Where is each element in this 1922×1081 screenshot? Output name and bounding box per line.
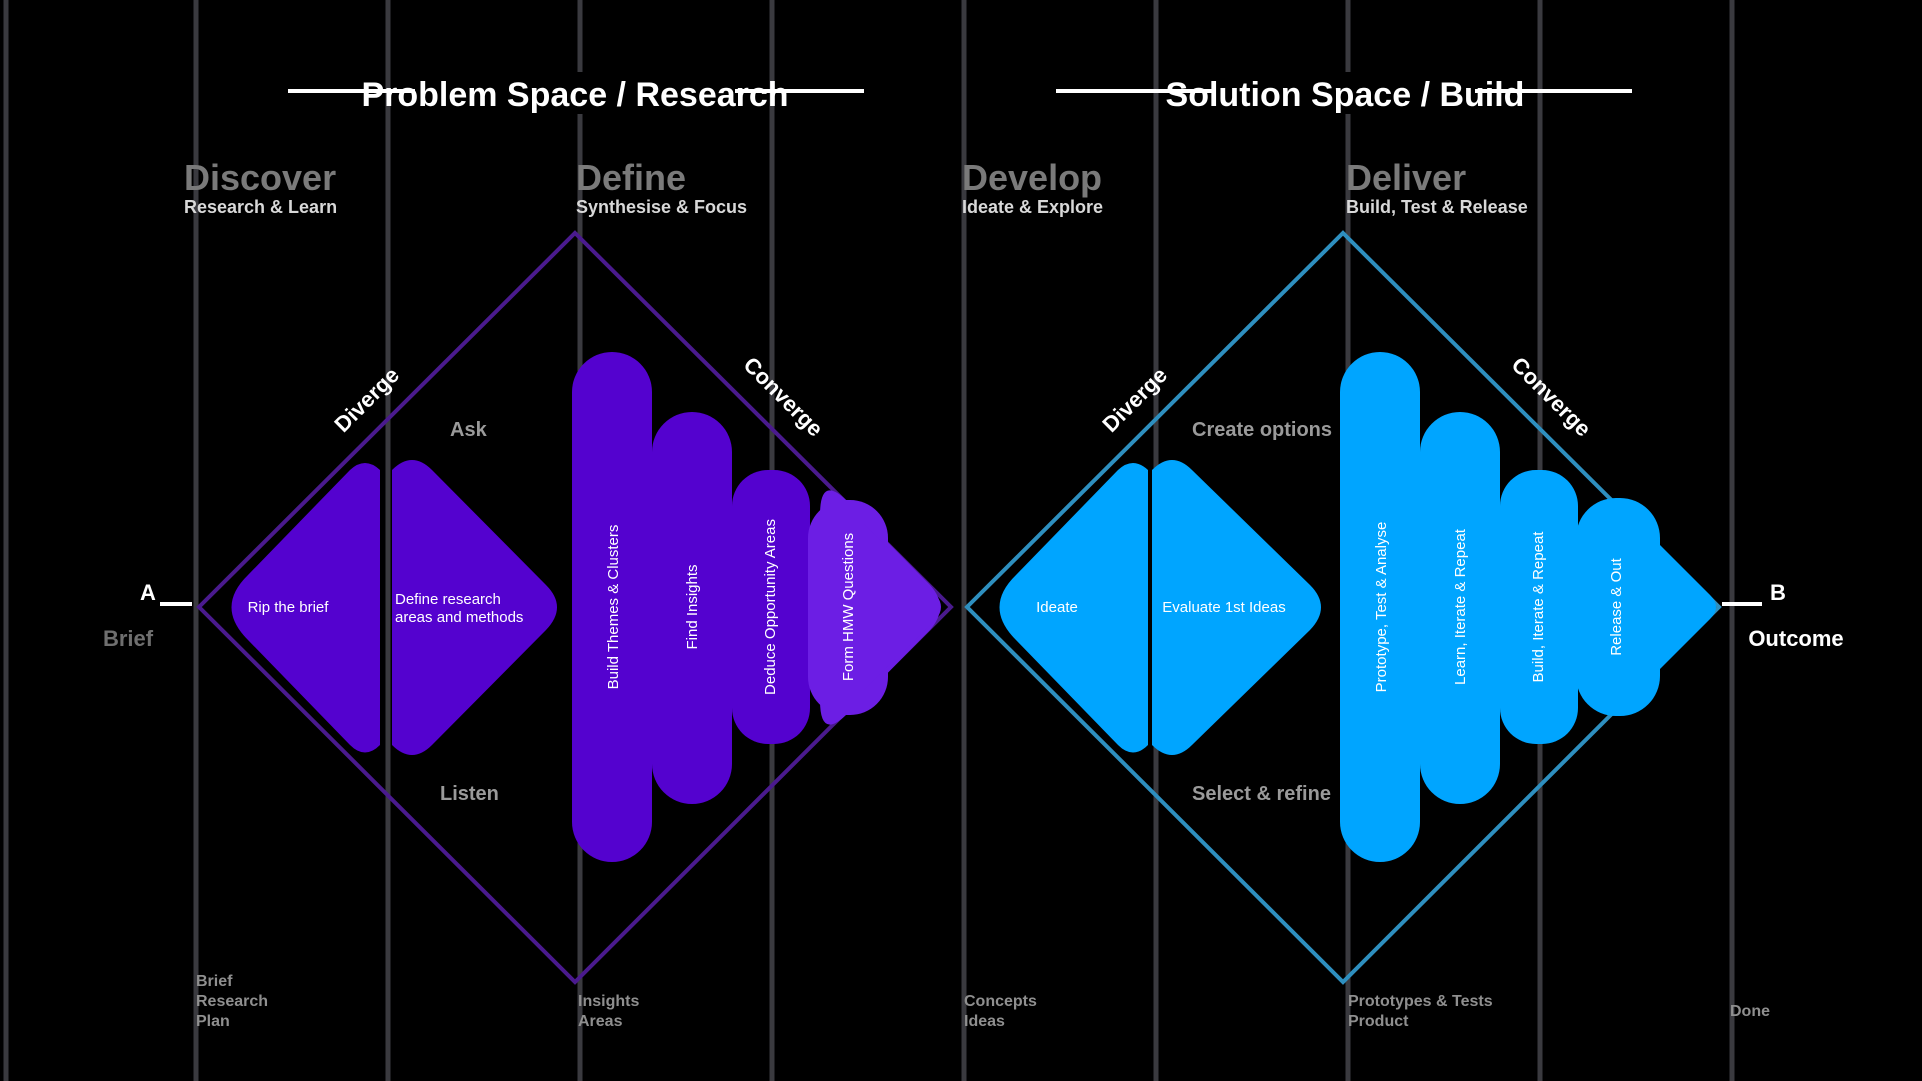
label-create-options: Create options bbox=[1192, 419, 1332, 441]
footnote-item: Prototypes & Tests bbox=[1348, 993, 1493, 1010]
start-point: A Brief bbox=[103, 580, 192, 651]
step-ideate-label: Ideate bbox=[1036, 599, 1078, 616]
heading-left: Problem Space / Research bbox=[288, 72, 864, 114]
footnote-item: Product bbox=[1348, 1013, 1409, 1030]
step-deduce-areas[interactable] bbox=[732, 470, 810, 744]
step-build-label: Build, Iterate & Repeat bbox=[1530, 531, 1547, 683]
step-release-label: Release & Out bbox=[1608, 557, 1625, 655]
left-diamond-outline bbox=[196, 230, 954, 985]
heading-left-text: Problem Space / Research bbox=[361, 76, 788, 114]
left-diamond-steps: Rip the brief Define research areas and … bbox=[231, 352, 941, 862]
phase-subtitle-define: Synthesise & Focus bbox=[576, 197, 747, 217]
heading-backdrop bbox=[1215, 72, 1475, 114]
step-evaluate-label: Evaluate 1st Ideas bbox=[1162, 599, 1285, 616]
phase-title-discover: Discover bbox=[184, 157, 336, 198]
footnote-item: Research bbox=[196, 993, 268, 1010]
footnote-item: Plan bbox=[196, 1013, 230, 1030]
step-learn-label: Learn, Iterate & Repeat bbox=[1452, 528, 1469, 685]
step-rip-brief[interactable] bbox=[231, 463, 381, 753]
step-deduce-areas-label: Deduce Opportunity Areas bbox=[762, 519, 779, 695]
footnotes: Brief Research Plan Insights Areas Conce… bbox=[196, 973, 1770, 1030]
step-define-research-label-1: Define research bbox=[395, 591, 501, 608]
footnote-item: Concepts bbox=[964, 993, 1037, 1010]
label-ask: Ask bbox=[450, 419, 488, 441]
label-listen: Listen bbox=[440, 783, 499, 805]
right-diamond-outline bbox=[964, 230, 1722, 985]
phase-subtitle-develop: Ideate & Explore bbox=[962, 197, 1103, 217]
step-build[interactable] bbox=[1500, 470, 1578, 744]
step-learn[interactable] bbox=[1420, 412, 1500, 804]
label-select-refine: Select & refine bbox=[1192, 783, 1331, 805]
heading-right: Solution Space / Build bbox=[1056, 72, 1632, 114]
step-release-tip bbox=[1620, 505, 1716, 709]
right-diamond-steps: Ideate Evaluate 1st Ideas Prototype, Tes… bbox=[999, 352, 1716, 862]
step-ideate[interactable] bbox=[999, 463, 1149, 753]
footnote-item: Done bbox=[1730, 1003, 1770, 1020]
end-point: B Outcome bbox=[1722, 580, 1844, 651]
phase-subtitle-deliver: Build, Test & Release bbox=[1346, 197, 1528, 217]
phase-subtitle-discover: Research & Learn bbox=[184, 197, 337, 217]
step-define-research[interactable] bbox=[392, 460, 557, 755]
step-build-themes-label: Build Themes & Clusters bbox=[605, 525, 622, 690]
label-left-converge: Converge bbox=[739, 352, 828, 441]
heading-backdrop bbox=[415, 72, 735, 114]
heading-right-text: Solution Space / Build bbox=[1166, 76, 1525, 114]
end-label: Outcome bbox=[1748, 626, 1843, 651]
step-evaluate[interactable] bbox=[1152, 460, 1321, 755]
footnote-item: Brief bbox=[196, 973, 233, 990]
step-define-research-label-2: areas and methods bbox=[395, 609, 523, 626]
step-find-insights[interactable] bbox=[652, 412, 732, 804]
start-label: Brief bbox=[103, 626, 154, 651]
phase-title-deliver: Deliver bbox=[1346, 157, 1466, 198]
footnote-item: Ideas bbox=[964, 1013, 1005, 1030]
step-form-hmw-tip bbox=[860, 520, 941, 694]
phase-title-define: Define bbox=[576, 157, 686, 198]
step-build-themes[interactable] bbox=[572, 352, 652, 862]
end-letter: B bbox=[1770, 580, 1786, 605]
start-letter: A bbox=[140, 580, 156, 605]
step-form-hmw-label: Form HMW Questions bbox=[840, 533, 857, 681]
label-right-diverge: Diverge bbox=[1097, 362, 1172, 437]
step-prototype-label: Prototype, Test & Analyse bbox=[1373, 522, 1390, 693]
label-left-diverge: Diverge bbox=[329, 362, 404, 437]
label-right-converge: Converge bbox=[1507, 352, 1596, 441]
phase-title-develop: Develop bbox=[962, 157, 1102, 198]
step-find-insights-label: Find Insights bbox=[684, 564, 701, 649]
footnote-item: Insights bbox=[578, 993, 639, 1010]
step-prototype[interactable] bbox=[1340, 352, 1420, 862]
footnote-item: Areas bbox=[578, 1013, 623, 1030]
step-rip-brief-label: Rip the brief bbox=[248, 599, 330, 616]
